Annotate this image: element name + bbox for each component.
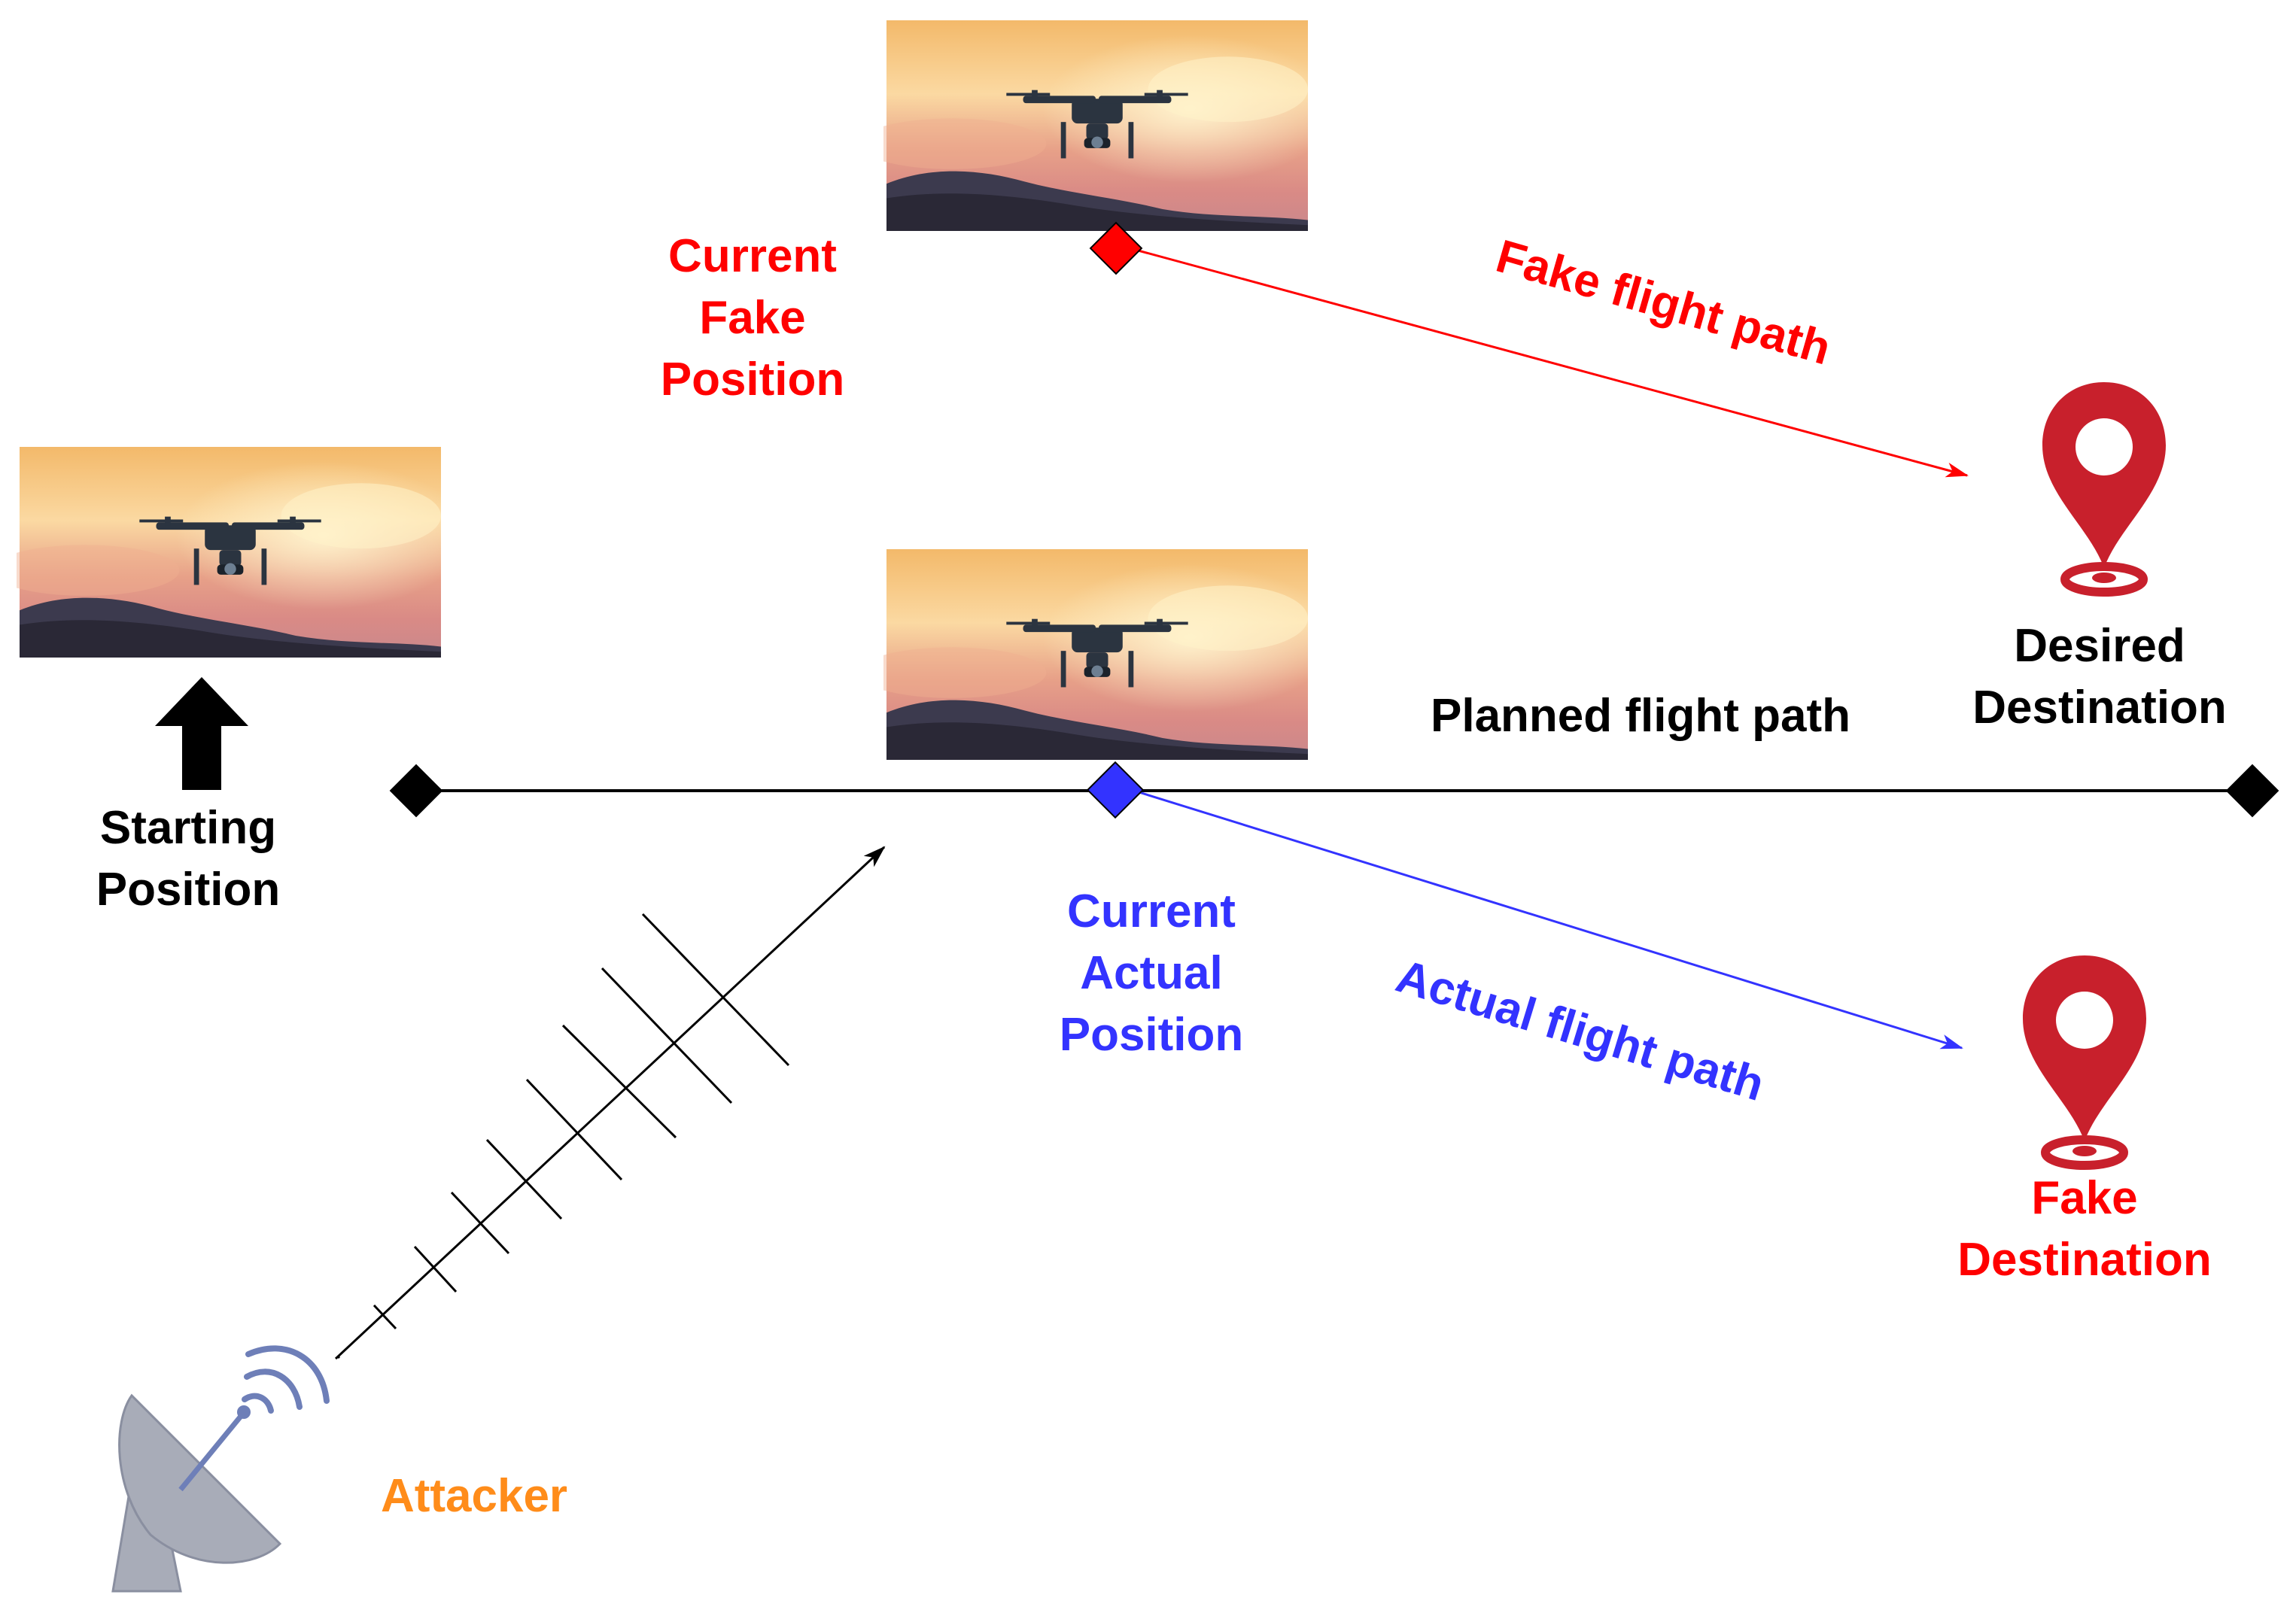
- desired-destination-label: Desired Destination: [1942, 615, 2258, 739]
- label-line: Actual: [1080, 947, 1223, 999]
- label-line: Fake: [2031, 1172, 2138, 1224]
- label-line: Current: [668, 230, 837, 282]
- current-actual-position-label: Current Actual Position: [1031, 881, 1272, 1066]
- fake-destination-label: Fake Destination: [1927, 1168, 2243, 1291]
- label-line: Destination: [1972, 682, 2227, 734]
- label-line: Position: [1059, 1009, 1244, 1061]
- start-marker: [389, 764, 443, 818]
- label-line: Desired: [2014, 620, 2185, 672]
- planned-flight-path-label: Planned flight path: [1431, 690, 1850, 742]
- attacker-signal-arrow: [334, 846, 886, 1360]
- fake-flight-path-arrow: [1115, 243, 1969, 478]
- starting-position-label: Starting Position: [68, 797, 309, 921]
- arrow-up-icon: [155, 677, 248, 790]
- map-pin-icon: [2042, 382, 2166, 592]
- map-pin-icon: [2023, 955, 2146, 1165]
- label-line: Position: [660, 354, 845, 406]
- label-line: Starting: [99, 802, 277, 854]
- label-line: Fake: [699, 292, 806, 344]
- actual-position-marker: [1086, 761, 1145, 819]
- drone-photo-start: [17, 447, 442, 658]
- current-fake-position-label: Current Fake Position: [617, 226, 888, 411]
- satellite-dish-icon: [111, 1345, 330, 1593]
- attacker-label: Attacker: [380, 1470, 568, 1522]
- drone-photo-actual: [883, 549, 1309, 760]
- drone-photo-fake: [883, 20, 1309, 231]
- label-line: Position: [96, 864, 281, 916]
- signal-wave-lines: [373, 913, 790, 1330]
- label-line: Destination: [1957, 1234, 2212, 1286]
- label-line: Current: [1067, 885, 1236, 937]
- signal-dot: [336, 1355, 341, 1359]
- actual-flight-path-arrow: [1133, 789, 1963, 1049]
- end-marker: [2225, 764, 2279, 818]
- fake-position-marker: [1089, 221, 1143, 275]
